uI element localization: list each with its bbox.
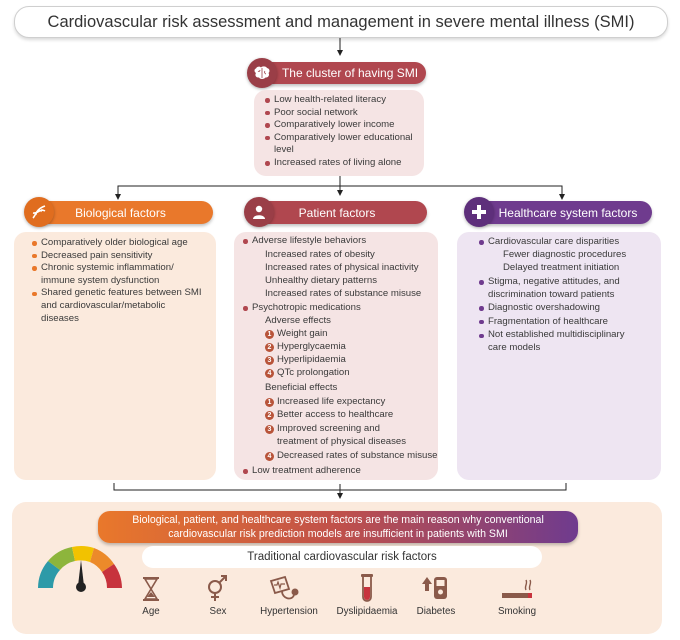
factor-label-diabetes: Diabetes [416,606,456,617]
list-item: Not established multidisciplinary care m… [479,329,639,354]
patient-adverse-lifestyle: Adverse lifestyle behaviors [243,235,433,248]
factor-label-sex: Sex [209,606,227,617]
list-item: Comparatively lower educational level [265,132,416,157]
list-item: Low health-related literacy [265,94,416,107]
medical-cross-icon [464,197,494,227]
conclusion-banner: Biological, patient, and healthcare syst… [98,511,578,543]
cluster-panel: Low health-related literacy Poor social … [254,90,424,176]
conclusion-line-1: Biological, patient, and healthcare syst… [132,514,544,526]
person-icon [244,197,274,227]
list-item: Delayed treatment initiation [503,262,620,273]
factor-label-smoking: Smoking [497,606,537,617]
cluster-label: The cluster of having SMI [281,66,419,80]
brain-icon [247,58,277,88]
glucose-meter-icon [422,577,447,599]
conclusion-line-2: cardiovascular risk prediction models ar… [168,528,508,540]
list-item: Chronic systemic inflammation/ immune sy… [32,262,204,287]
list-item: Unhealthy dietary patterns [265,275,377,286]
list-item: Increased rates of obesity [265,249,375,260]
beneficial-effects-heading: Beneficial effects [265,382,338,393]
list-item: Increased rates of physical inactivity [265,262,419,273]
list-item: Increased rates of living alone [265,157,416,170]
blood-pressure-icon [269,575,299,600]
test-tube-icon [361,574,373,602]
list-item: Comparatively older biological age [32,237,204,250]
hourglass-icon [143,577,159,601]
list-item-continued: treatment of physical diseases [277,436,407,447]
list-item: Increased rates of substance misuse [265,288,422,299]
healthcare-panel [457,232,661,480]
list-item: Fragmentation of healthcare [479,316,639,329]
healthcare-list: Stigma, negative attitudes, and discrimi… [479,276,639,355]
list-heading: Cardiovascular care disparities [479,236,655,249]
healthcare-disparities: Cardiovascular care disparities [479,236,655,249]
factor-label-dyslipidaemia: Dyslipidaemia [336,606,398,617]
patient-psychotropic: Psychotropic medications [243,302,433,315]
biological-header: Biological factors [28,201,213,224]
list-item: Stigma, negative attitudes, and discrimi… [479,276,639,301]
cigarette-icon [502,579,532,598]
traditional-header: Traditional cardiovascular risk factors [142,546,542,568]
list-heading: Adverse lifestyle behaviors [243,235,433,248]
patient-header: Patient factors [247,201,427,224]
page-title: Cardiovascular risk assessment and manag… [14,6,668,38]
list-item: Comparatively lower income [265,119,416,132]
healthcare-header: Healthcare system factors [468,201,652,224]
list-item: Shared genetic features between SMI and … [32,287,204,325]
cluster-list: Low health-related literacy Poor social … [265,94,416,170]
list-item: Poor social network [265,107,416,120]
risk-gauge-icon [38,545,122,592]
list-item: Decreased pain sensitivity [32,250,204,263]
factor-label-age: Age [142,606,160,617]
traditional-heading: Traditional cardiovascular risk factors [247,551,437,563]
patient-adherence: Low treatment adherence [243,465,433,478]
patient-label: Patient factors [298,205,376,220]
dna-icon [24,197,54,227]
adverse-effects-heading: Adverse effects [265,315,331,326]
healthcare-label: Healthcare system factors [498,205,638,220]
list-item: Fewer diagnostic procedures [503,249,627,260]
list-item: Low treatment adherence [243,465,433,478]
factor-label-hypertension: Hypertension [260,606,318,617]
list-item: Diagnostic overshadowing [479,302,639,315]
biological-panel: Comparatively older biological age Decre… [14,232,216,480]
biological-list: Comparatively older biological age Decre… [32,237,204,325]
list-heading: Psychotropic medications [243,302,433,315]
sex-symbol-icon [208,575,227,601]
cluster-header: The cluster of having SMI [250,62,426,84]
biological-label: Biological factors [75,205,166,220]
